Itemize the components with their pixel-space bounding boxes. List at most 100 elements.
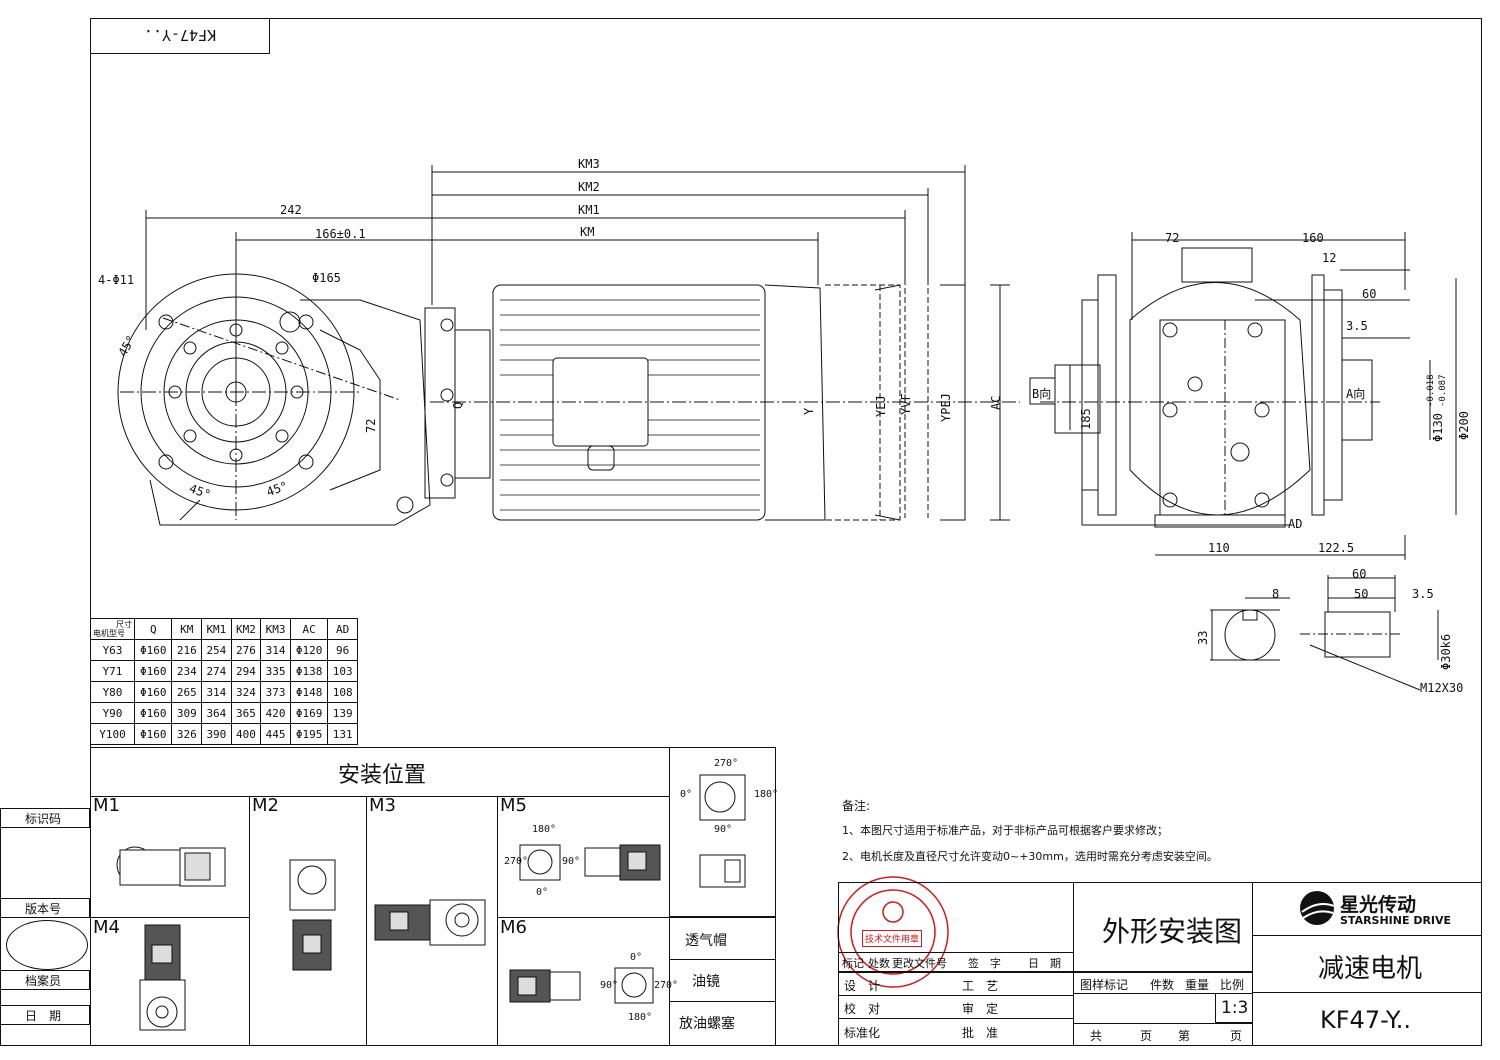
dim-ac: AC [989, 396, 1003, 410]
rev-row [838, 952, 1074, 972]
table-header: KM2 [230, 618, 262, 640]
dim-166: 166±0.1 [315, 227, 366, 241]
side-angle-0: 0° [680, 789, 692, 800]
brand-name-en: STARSHINE DRIVE [1340, 914, 1452, 927]
table-cell: 294 [230, 660, 262, 682]
table-row: Y100 Φ160 326 390 400 445 Φ195 131 [89, 723, 358, 745]
table-corner: 尺寸 电机型号 [89, 618, 136, 640]
mount-label-m3: M3 [369, 795, 396, 816]
table-cell: Φ148 [289, 681, 329, 703]
drawing-frame [90, 18, 1482, 1046]
table-cell: Φ160 [134, 723, 173, 745]
key-60: 60 [1352, 567, 1366, 581]
table-cell: 234 [171, 660, 203, 682]
key-35: 3.5 [1412, 587, 1434, 601]
table-cell: Φ160 [134, 702, 173, 724]
role-process: 工 艺 [962, 979, 999, 993]
table-cell: 108 [327, 681, 358, 703]
m6-angle-180: 180° [628, 1012, 652, 1023]
table-header: KM3 [260, 618, 291, 640]
dim-km3: KM3 [578, 157, 600, 171]
key-30: Φ30k6 [1439, 634, 1453, 670]
dim-ypej: YPEJ [939, 393, 953, 422]
m6-angle-0: 0° [630, 952, 642, 963]
role-standard: 标准化 [844, 1026, 881, 1040]
meta-pattern: 图样标记 [1080, 978, 1129, 992]
notes-title: 备注: [842, 799, 871, 813]
role-review: 审 定 [962, 1002, 999, 1016]
table-cell: 445 [260, 723, 291, 745]
dim-200: Φ200 [1457, 411, 1471, 440]
company-stamp: 技术文件用章 [862, 930, 923, 947]
dim-km1: KM1 [578, 203, 600, 217]
meta-count: 件数 [1150, 978, 1175, 992]
table-cell: 326 [171, 723, 203, 745]
dim-holes: 4-Φ11 [98, 273, 134, 287]
table-header: KM1 [201, 618, 232, 640]
strip-cell [0, 1005, 90, 1025]
model-box: KF47-Y.. [90, 18, 270, 54]
rev-label-count: 处数 [868, 957, 890, 970]
table-cell: Φ169 [289, 702, 329, 724]
table-cell: 276 [230, 639, 262, 661]
side-angle-270: 270° [714, 758, 738, 769]
m6-angle-90: 90° [600, 980, 618, 991]
dim-a-dir: A向 [1346, 386, 1365, 401]
mount-m3-cell [366, 796, 498, 1046]
dim-q: Q [451, 402, 465, 409]
dim-130: Φ130 [1431, 413, 1445, 442]
spec-table: 尺寸 电机型号 Q KM KM1 KM2 KM3 AC AD Y63 Φ160 … [89, 618, 358, 745]
role-row [838, 1018, 1074, 1046]
notes-line-2: 2、电机长度及直径尺寸允许变动0~+30mm，选用时需充分考虑安装空间。 [842, 850, 1218, 863]
table-row: Y71 Φ160 234 274 294 335 Φ138 103 [89, 660, 358, 682]
m6-angle-270: 270° [654, 980, 678, 991]
dim-ad: AD [1288, 517, 1302, 531]
mount-label-m2: M2 [252, 795, 279, 816]
part-drain [669, 1001, 776, 1046]
role-check: 校 对 [844, 1002, 881, 1016]
table-row: Y80 Φ160 265 314 324 373 Φ148 108 [89, 681, 358, 703]
strip-label-date: 日 期 [25, 1009, 62, 1023]
dim-1225: 122.5 [1318, 541, 1354, 555]
dim-m12: M12X30 [1420, 681, 1463, 695]
dim-165: Φ165 [312, 271, 341, 285]
scale-value: 1:3 [1221, 998, 1249, 1018]
m5-angle-0: 0° [536, 887, 548, 898]
table-header: AC [289, 618, 329, 640]
dim-tol-dn: -0.087 [1438, 374, 1448, 407]
side-angle-180: 180° [754, 789, 778, 800]
strip-label-archivist: 档案员 [25, 974, 62, 988]
dim-y: Y [802, 407, 816, 415]
drawing-title: 外形安装图 [1102, 915, 1243, 948]
role-approve: 批 准 [962, 1026, 999, 1040]
mount-label-m1: M1 [93, 795, 120, 816]
table-cell: 420 [260, 702, 291, 724]
strip-label-id: 标识码 [25, 812, 62, 826]
table-cell: 314 [201, 681, 232, 703]
dim-yej: YEJ [874, 395, 888, 417]
dim-60: 60 [1362, 287, 1376, 301]
angle-45-b: 45° [187, 481, 212, 502]
table-cell: 96 [327, 639, 358, 661]
mount-side-cell [669, 747, 776, 917]
strip-oval [6, 920, 88, 970]
table-cell: 309 [171, 702, 203, 724]
table-header: AD [327, 618, 358, 640]
table-cell: Φ195 [289, 723, 329, 745]
table-row: Y90 Φ160 309 364 365 420 Φ169 139 [89, 702, 358, 724]
product-name: 减速电机 [1318, 954, 1423, 984]
mount-label-m5: M5 [500, 795, 527, 816]
meta-scale: 比例 [1220, 978, 1245, 992]
dim-33: 33 [1196, 631, 1210, 645]
product-model: KF47-Y.. [1320, 1006, 1411, 1034]
dim-8: 8 [1272, 587, 1279, 601]
dim-35: 3.5 [1346, 319, 1368, 333]
rev-label-date: 日 期 [1028, 957, 1061, 970]
dim-160: 160 [1302, 231, 1324, 245]
table-corner-top: 尺寸 [116, 620, 133, 629]
scale-cell [1215, 993, 1253, 1023]
table-cell: Y63 [89, 639, 136, 661]
dim-72v: 72 [364, 419, 378, 433]
table-row: Y63 Φ160 216 254 276 314 Φ120 96 [89, 639, 358, 661]
